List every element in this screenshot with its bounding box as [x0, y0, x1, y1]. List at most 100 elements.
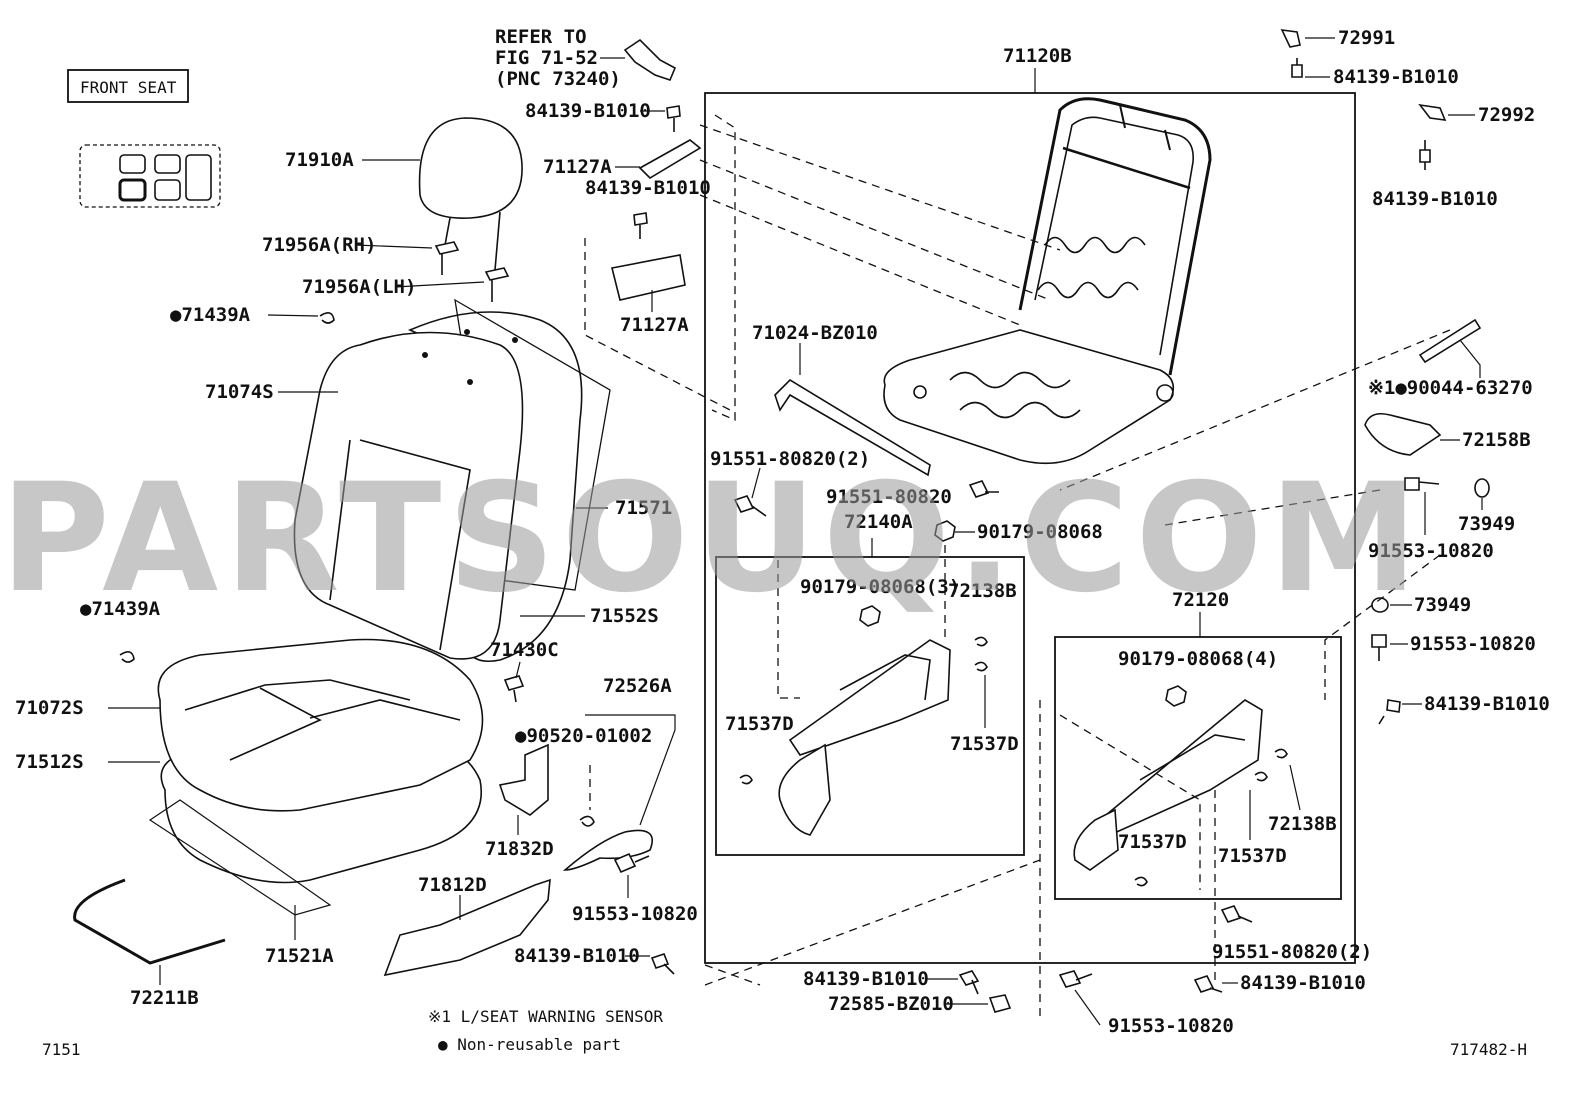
label-84139-B1010-h: 84139-B1010	[1424, 693, 1550, 715]
footer-right-code: 717482-H	[1450, 1040, 1527, 1059]
label-90179-08068-4: 90179-08068(4)	[1118, 648, 1278, 670]
label-71024-BZ010: 71024-BZ010	[752, 322, 878, 344]
label-71127A-a: 71127A	[543, 156, 612, 178]
label-90179-08068-a: 90179-08068	[977, 521, 1103, 543]
bolt-icon	[1291, 58, 1303, 78]
bolt-icon	[1193, 975, 1223, 993]
label-72140A: 72140A	[844, 511, 913, 533]
nut-icon	[1165, 685, 1187, 707]
bolt-icon	[1058, 970, 1093, 988]
bolt-icon	[968, 480, 999, 498]
label-71537D-b: 71537D	[950, 733, 1019, 755]
label-91551-80820-2a: 91551-80820(2)	[710, 448, 870, 470]
frame-assembly-box	[704, 92, 1356, 964]
front-seat-box	[67, 69, 189, 103]
sensor-pad	[1364, 412, 1442, 456]
label-71521A: 71521A	[265, 945, 334, 967]
belt-anchor	[623, 38, 677, 81]
seat-map-icon	[79, 144, 221, 208]
spring-clip	[739, 774, 753, 785]
bolt-icon	[1404, 477, 1440, 491]
label-71537D-c: 71537D	[1118, 831, 1187, 853]
inner-shield	[498, 743, 549, 816]
label-91551-80820-2b: 91551-80820(2)	[1212, 941, 1372, 963]
hinge-cover	[638, 139, 702, 180]
label-71127A-b: 71127A	[620, 314, 689, 336]
seat-cushion	[148, 638, 484, 916]
sensor-strip	[1418, 318, 1482, 364]
torsion-rod	[774, 378, 931, 477]
bolt-icon	[1419, 140, 1431, 170]
headrest	[418, 117, 523, 302]
bolt-icon	[666, 105, 681, 132]
nut-icon	[934, 520, 956, 542]
spring-clip	[1274, 748, 1288, 759]
right-seat-track	[1073, 699, 1263, 871]
footer-left-code: 7151	[42, 1040, 81, 1059]
cover-icon	[1418, 103, 1447, 121]
label-71120B: 71120B	[1003, 45, 1072, 67]
refer-note-line1: REFER TO	[495, 26, 587, 48]
wire-frame	[73, 878, 226, 965]
spring-clip	[974, 636, 988, 647]
label-71812D: 71812D	[418, 874, 487, 896]
label-72992: 72992	[1478, 104, 1535, 126]
refer-note-line3: (PNC 73240)	[495, 68, 621, 90]
bolt-icon	[650, 953, 675, 975]
label-72158B: 72158B	[1462, 429, 1531, 451]
legend-note-sensor: ※1 L/SEAT WARNING SENSOR	[428, 1007, 663, 1026]
inner-hinge-cover	[611, 254, 686, 301]
label-91553-10820-c: 91553-10820	[1368, 540, 1494, 562]
bolt-icon	[1378, 699, 1401, 725]
label-71430C: 71430C	[490, 639, 559, 661]
watermark: PARTSOUQ.COM	[0, 452, 1424, 626]
label-71956A-rh: 71956A(RH)	[262, 234, 376, 256]
hog-ring-icon	[119, 651, 135, 663]
label-73949-b: 73949	[1414, 594, 1471, 616]
seat-frame	[883, 97, 1212, 465]
hog-ring-icon	[319, 312, 335, 324]
label-90044-63270: ※1●90044-63270	[1368, 377, 1533, 399]
left-track-box	[715, 556, 1025, 856]
label-73949-a: 73949	[1458, 513, 1515, 535]
refer-note-line2: FIG 71-52	[495, 47, 598, 69]
label-84139-B1010-b: 84139-B1010	[585, 177, 711, 199]
bolt-icon	[958, 970, 980, 995]
legend-note-nonreusable: ● Non-reusable part	[438, 1035, 621, 1054]
label-91553-10820-a: 91553-10820	[572, 903, 698, 925]
label-72138B-b: 72138B	[1268, 813, 1337, 835]
label-71571: 71571	[615, 497, 672, 519]
cover-icon	[1280, 29, 1301, 48]
label-71537D-a: 71537D	[725, 713, 794, 735]
label-71072S: 71072S	[15, 697, 84, 719]
label-84139-B1010-a: 84139-B1010	[525, 100, 651, 122]
screw-icon	[503, 675, 525, 703]
label-71910A: 71910A	[285, 149, 354, 171]
cap-icon	[1474, 478, 1490, 498]
label-84139-B1010-e: 84139-B1010	[1240, 972, 1366, 994]
label-71439A-top: ●71439A	[170, 304, 251, 326]
bolt-icon	[1371, 634, 1387, 661]
label-91553-10820-b: 91553-10820	[1108, 1015, 1234, 1037]
spring-clip	[1134, 876, 1148, 887]
bolt-icon	[633, 212, 648, 239]
label-71832D: 71832D	[485, 838, 554, 860]
label-90520-01002: ●90520-01002	[515, 725, 652, 747]
label-91551-80820-b: 91551-80820	[826, 486, 952, 508]
front-seat-label: FRONT SEAT	[80, 78, 177, 97]
label-84139-B1010-g: 84139-B1010	[1372, 188, 1498, 210]
right-track-box	[1054, 636, 1342, 900]
label-72211B: 72211B	[130, 987, 199, 1009]
label-71552S: 71552S	[590, 605, 659, 627]
bracket-icon	[988, 994, 1012, 1013]
label-84139-B1010-f: 84139-B1010	[1333, 66, 1459, 88]
bolt-icon	[613, 852, 650, 874]
label-71512S: 71512S	[15, 751, 84, 773]
seatback-cover	[293, 329, 524, 660]
label-72526A: 72526A	[603, 675, 672, 697]
label-90179-08068-3: 90179-08068(3)	[800, 576, 960, 598]
label-84139-B1010-d: 84139-B1010	[803, 968, 929, 990]
label-71956A-lh: 71956A(LH)	[302, 276, 416, 298]
